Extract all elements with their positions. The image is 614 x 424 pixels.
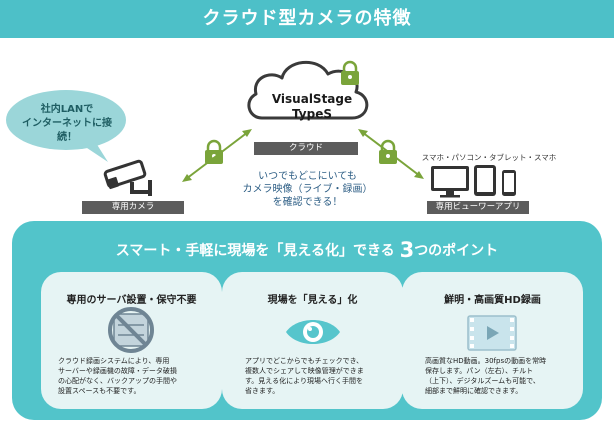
card-text-visualize: アプリでどこからでもチェックでき、 複数人でシェアして映像管理ができま す。見え…: [245, 356, 397, 396]
center-line-3: を確認できる！: [272, 197, 343, 208]
devices-caption: スマホ・パソコン・タブレット・スマホ: [421, 153, 557, 162]
center-line-2: カメラ映像（ライブ・録画）: [242, 184, 373, 195]
card-text-line: 細部まで鮮明に確認できます。: [425, 387, 523, 395]
card-title-visualize: 現場を「見える」化: [267, 295, 358, 306]
card-text-line: クラウド録画システムにより、専用: [58, 357, 170, 365]
card-text-hd: 高画質なHD動画。30fpsの動画を常時 保存します。パン（左右）、チルト （上…: [425, 356, 577, 396]
lan-bubble-text: 社内LANで インターネットに接続！: [14, 103, 120, 145]
card-title-hd: 鮮明・高画質HD録画: [444, 295, 541, 306]
viewer-app-label: 専用ビューワーアプリ: [427, 201, 529, 214]
cloud-line-1: VisualStage: [271, 92, 353, 106]
security-camera-icon: [103, 159, 152, 196]
camera-label: 専用カメラ: [82, 201, 184, 214]
card-text-line: 複数人でシェアして映像管理ができま: [245, 367, 364, 375]
card-text-line: 高画質なHD動画。30fpsの動画を常時: [425, 357, 547, 365]
bubble-line-1: 社内LANで: [40, 104, 94, 115]
eye-icon: [286, 320, 340, 344]
points-title-main: スマート・手軽に現場を「見える化」できる: [115, 243, 395, 259]
cloud-icon: [247, 60, 369, 120]
card-text-server: クラウド録画システムにより、専用 サーバーや録画機の故障・データ破損 の心配がな…: [58, 356, 210, 396]
card-text-line: の心配がなく、バックアップの手間や: [58, 377, 177, 385]
card-text-line: （上下）、デジタルズームも可能で、: [425, 377, 540, 385]
page-title: クラウド型カメラの特徴: [202, 8, 412, 29]
points-title: スマート・手軽に現場を「見える化」できる 3つのポイント: [12, 238, 602, 262]
lock-icon-cloud: [341, 60, 359, 85]
cloud-label: クラウド: [254, 142, 358, 155]
card-text-line: す。見える化により現場へ行く手間を: [245, 377, 363, 385]
card-title-server: 専用のサーバ設置・保守不要: [66, 295, 197, 306]
header-banner: [0, 0, 614, 38]
smartphone-icon: [502, 170, 516, 196]
monitor-icon: [431, 166, 469, 198]
center-line-1: いつでもどこにいても: [258, 171, 357, 182]
card-text-line: 保存します。パン（左右）、チルト: [425, 367, 534, 375]
card-text-line: アプリでどこからでもチェックでき、: [245, 357, 364, 365]
bubble-line-2: インターネットに接続！: [22, 118, 112, 143]
arrow-camera-cloud: [182, 129, 252, 182]
center-message: いつでもどこにいても カメラ映像（ライブ・録画） を確認できる！: [215, 170, 400, 209]
speech-bubble: [6, 90, 126, 162]
cloud-line-2: TypeS: [292, 107, 332, 121]
card-text-line: 設置スペースも不要です。: [58, 387, 141, 395]
video-icon: [467, 315, 517, 351]
no-server-icon: [108, 307, 154, 353]
points-title-number: 3: [399, 238, 415, 262]
card-text-line: 省きます。: [245, 387, 280, 395]
card-text-line: サーバーや録画機の故障・データ破損: [58, 367, 177, 375]
arrow-cloud-devices: [358, 129, 424, 179]
tablet-icon: [474, 165, 496, 196]
cloud-service-name: VisualStage TypeS: [253, 92, 371, 122]
points-title-suffix: つのポイント: [414, 243, 499, 259]
